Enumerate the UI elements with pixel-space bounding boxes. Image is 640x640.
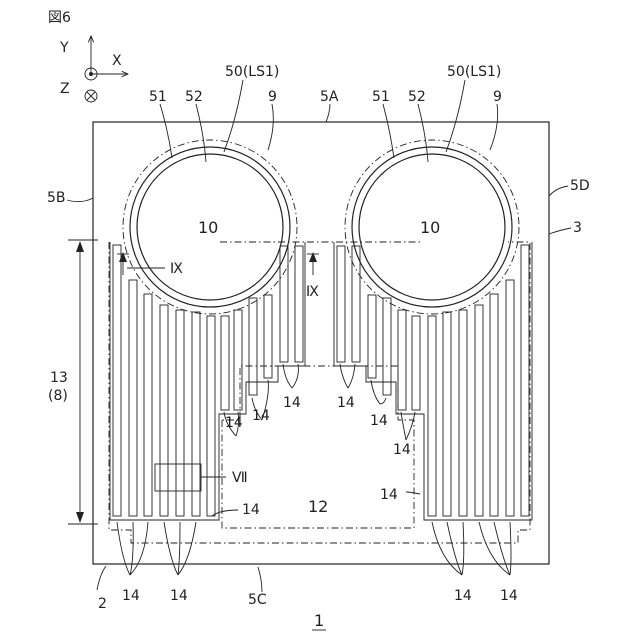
label-ix-left: Ⅸ [170,261,183,277]
axes-symbol: Y X Z [59,36,128,102]
leader-line [97,566,106,590]
leader-line [549,228,571,234]
label-52-left: 52 [185,89,203,105]
leader-line [326,104,330,122]
electrode-strip-left [129,280,137,516]
label-13: 13 [50,370,68,386]
leader-line [494,522,510,575]
label-9-right: 9 [493,89,502,105]
leader-line [268,104,273,150]
electrode-strip-right [412,316,420,410]
leader-line [67,198,93,202]
leader-line [432,522,462,575]
label-8: (8) [48,388,68,404]
leader-line [212,510,238,516]
label-51-right: 51 [372,89,390,105]
electrode-strip-right [506,280,514,516]
leader-line [479,522,510,575]
label-5D: 5D [570,178,590,194]
label-10-left: 10 [198,218,218,237]
electrode-strip-left [221,316,229,410]
axis-x-label: X [112,53,122,69]
label-50-right: 50(LS1) [447,64,501,80]
figure-label: 図6 [48,10,71,26]
right-strip-outline [334,242,532,520]
leader-line [510,522,511,575]
label-ix-right: Ⅸ [306,284,319,300]
leader-line [462,522,464,575]
leader-line [380,398,386,404]
leader-line [418,104,428,162]
electrode-strip-right [521,245,529,516]
label-5B: 5B [47,190,66,206]
leader-line [283,364,292,388]
label-14: 14 [337,395,355,411]
leader-line [178,522,180,575]
label-14: 14 [370,413,388,429]
label-10-right: 10 [420,218,440,237]
leader-line [340,364,348,388]
electrode-strip-left [249,298,257,395]
label-14: 14 [170,588,188,604]
label-5A: 5A [320,89,339,105]
section-mark-right [307,252,319,275]
leader-line [490,104,498,150]
leader-line [178,522,196,575]
electrode-strip-left [207,316,215,516]
label-14: 14 [500,588,518,604]
electrode-strip-right [337,246,345,362]
electrode-strip-left [234,310,242,410]
leader-line [348,364,355,388]
electrode-strip-right [383,298,391,395]
label-14: 14 [454,588,472,604]
electrode-strip-right [475,305,483,516]
axis-z-label: Z [60,81,70,97]
label-14: 14 [225,415,243,431]
label-14: 14 [252,408,270,424]
label-50-left: 50(LS1) [225,64,279,80]
label-14: 14 [242,502,260,518]
axis-y-label: Y [59,40,69,56]
leader-line [383,104,394,158]
label-vii: Ⅶ [232,470,248,486]
leader-line [196,104,206,162]
label-1: 1 [314,611,324,630]
electrode-strip-left [160,305,168,516]
detail-box-vii [155,464,201,491]
right-electrode-strips [334,242,532,520]
electrode-strip-right [398,310,406,410]
label-12: 12 [308,497,328,516]
electrode-strip-left [192,312,200,516]
label-14: 14 [380,487,398,503]
leader-line [447,522,462,575]
label-14: 14 [122,588,140,604]
electrode-strip-right [443,312,451,516]
leader-line [549,186,568,196]
leader-line [164,522,178,575]
leader-line [406,492,420,494]
label-52-right: 52 [408,89,426,105]
electrode-strip-right [459,310,467,516]
section-mark-left [117,252,165,275]
leader-line [258,567,262,592]
electrode-strip-right [490,294,498,516]
label-9-left: 9 [268,89,277,105]
electrode-strip-left [176,310,184,516]
label-2: 2 [98,596,107,612]
label-3: 3 [573,220,582,236]
label-5C: 5C [248,592,267,608]
label-14: 14 [393,442,411,458]
electrode-strip-left [295,246,303,362]
electrode-strip-right [428,316,436,516]
leader-line [401,412,406,440]
leader-line [292,364,298,388]
label-14: 14 [283,395,301,411]
z-out-dot [89,72,93,76]
leader-line [371,380,380,404]
label-51-left: 51 [149,89,167,105]
electrode-strip-left [144,294,152,516]
electrode-strip-left [113,245,121,516]
